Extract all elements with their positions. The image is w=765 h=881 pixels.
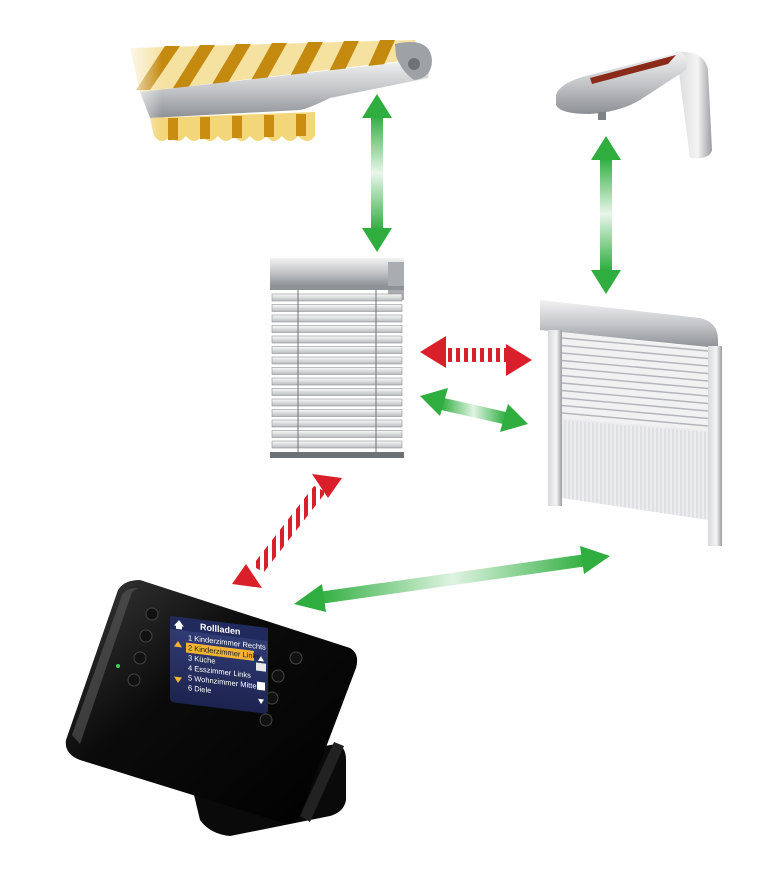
awning	[120, 36, 432, 151]
blind-slat	[271, 325, 403, 333]
arrow-awning-blind	[362, 94, 392, 252]
blind-slat	[271, 346, 403, 354]
shutter-slat	[561, 412, 709, 427]
left-buttons	[116, 607, 159, 687]
control-button[interactable]	[145, 607, 159, 621]
insect-screen	[564, 420, 706, 520]
stop-icon[interactable]	[257, 681, 265, 691]
shutter-slats	[561, 337, 709, 427]
blind-slat	[271, 430, 403, 438]
shutter-slat	[561, 382, 709, 397]
control-button[interactable]	[127, 673, 141, 687]
arrow-light-shutter	[591, 136, 621, 294]
blind-slat	[271, 440, 403, 449]
shutter-slat	[561, 367, 709, 382]
shutter-slat	[561, 404, 709, 420]
screen-list-item[interactable]: 6 Diele	[188, 683, 211, 695]
shutter-slat	[561, 389, 709, 405]
arrow-panel-shutter	[294, 546, 610, 612]
blind-slat	[271, 367, 403, 375]
screen-list-item[interactable]: 3 Küche	[188, 653, 215, 665]
shutter-slat	[561, 359, 709, 375]
down-arrow-icon[interactable]	[174, 676, 182, 683]
blind-slat	[271, 388, 403, 396]
control-button[interactable]	[259, 713, 273, 727]
blind-slat	[271, 409, 403, 417]
home-icon[interactable]	[174, 619, 184, 630]
control-button[interactable]	[139, 629, 153, 643]
shutter-slat	[561, 344, 709, 360]
blind-slats	[271, 293, 403, 449]
blind-slat	[271, 304, 403, 312]
control-button[interactable]	[289, 651, 303, 665]
shutter-slat	[561, 352, 709, 367]
blind-slat	[271, 419, 403, 428]
right-buttons	[259, 651, 303, 727]
control-button[interactable]	[271, 669, 285, 683]
shutter-slat	[561, 397, 709, 412]
control-button[interactable]	[133, 651, 147, 665]
blind-slat	[271, 398, 403, 407]
arrow-blind-shutter-red	[420, 336, 532, 376]
blind-slat	[271, 377, 403, 386]
scroll-up-icon[interactable]	[258, 656, 264, 662]
status-led	[116, 664, 120, 668]
blind-slat	[271, 314, 403, 323]
wall-light	[556, 51, 712, 159]
shutter-slat	[561, 374, 709, 390]
arrow-blind-shutter-green	[420, 388, 528, 432]
shutter-slat	[561, 337, 709, 352]
roller-shutter	[540, 300, 722, 546]
panel-title: Rollladen	[200, 622, 240, 637]
blind-slat	[271, 356, 403, 365]
selected-row-highlight	[186, 642, 254, 661]
blind-slat	[271, 293, 403, 302]
venetian-blind	[270, 258, 404, 458]
scroll-down-icon[interactable]	[258, 698, 264, 705]
arrow-blind-panel-red	[232, 474, 342, 588]
up-arrow-icon[interactable]	[174, 640, 182, 648]
blind-slat	[271, 335, 403, 344]
